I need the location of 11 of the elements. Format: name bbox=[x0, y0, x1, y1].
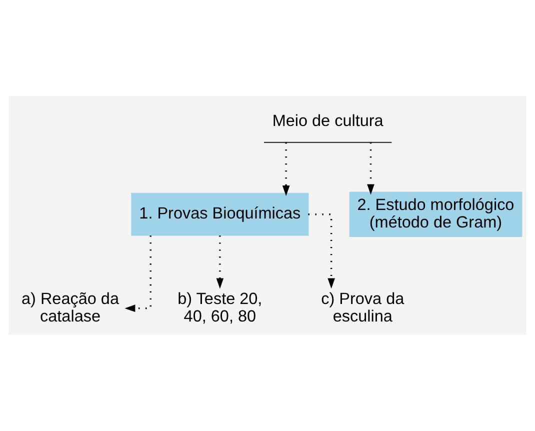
node-text: c) Prova da esculina bbox=[321, 290, 404, 326]
node-box: 1. Provas Bioquímicas bbox=[131, 192, 309, 236]
arrow bbox=[308, 213, 335, 289]
node-box: 2. Estudo morfológico (método de Gram) bbox=[349, 192, 522, 237]
node-text: b) Teste 20, 40, 60, 80 bbox=[178, 290, 262, 326]
arrow bbox=[367, 142, 374, 195]
arrow bbox=[124, 236, 152, 312]
arrow bbox=[282, 142, 290, 196]
arrow bbox=[216, 236, 224, 289]
node-text: a) Reação da catalase bbox=[22, 290, 120, 326]
node-text: Meio de cultura bbox=[272, 112, 384, 130]
